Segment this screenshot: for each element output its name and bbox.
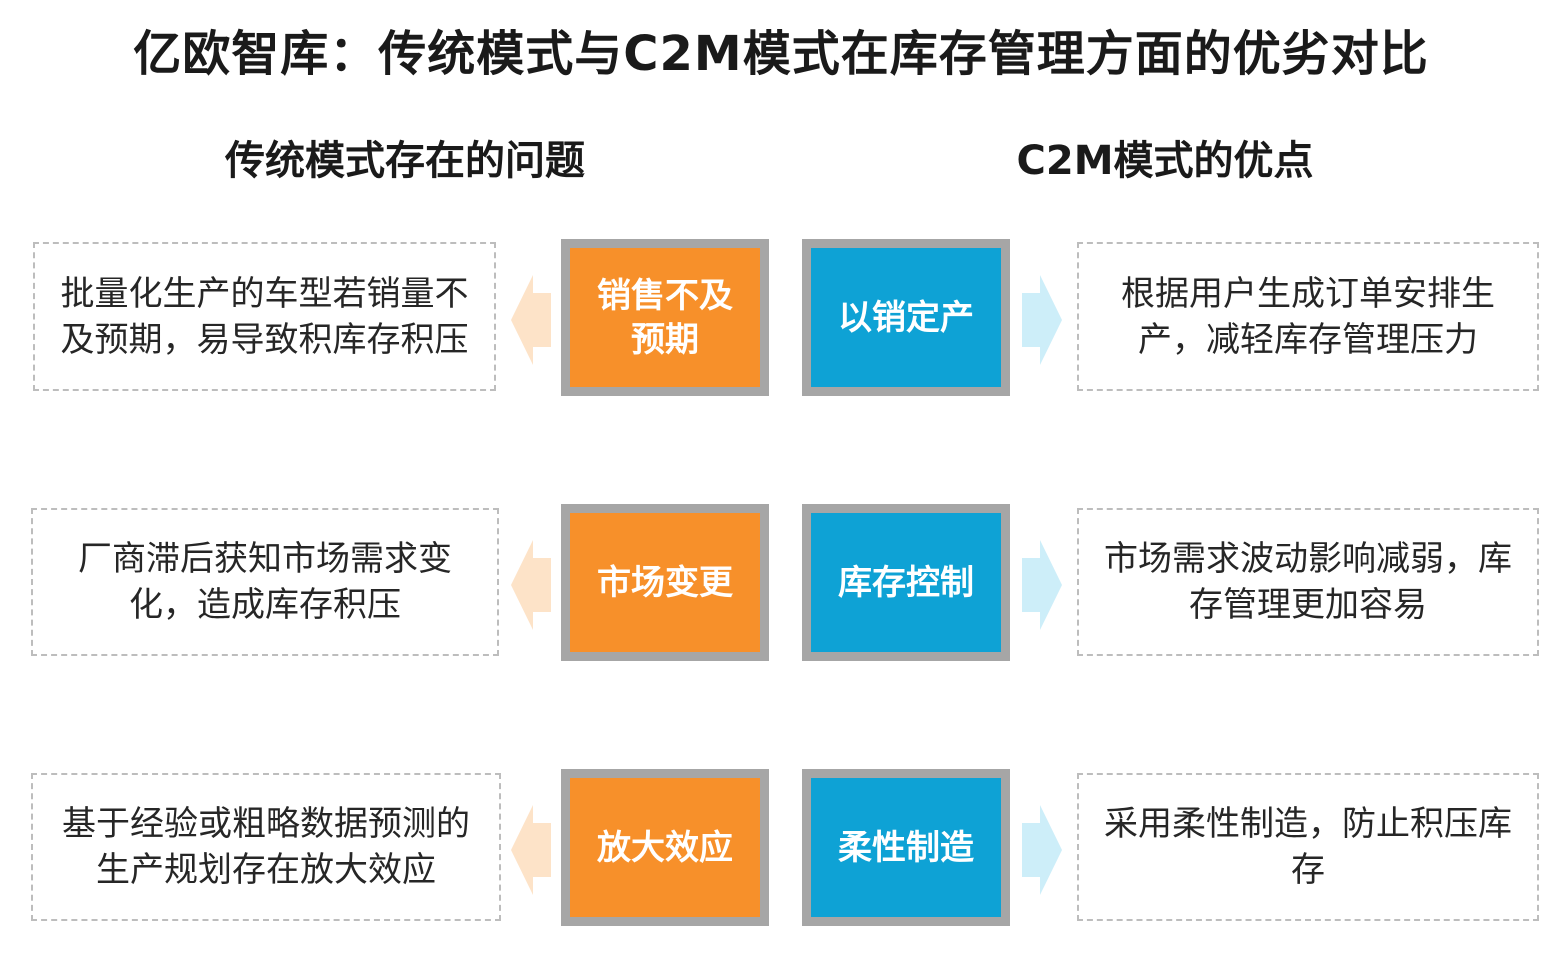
problem-description-3: 基于经验或粗略数据预测的生产规划存在放大效应 — [31, 773, 501, 921]
right-arrow-icon — [1022, 540, 1062, 630]
problems-header: 传统模式存在的问题 — [225, 138, 585, 184]
advantage-tile-1: 以销定产 — [802, 239, 1010, 396]
problem-description-2: 厂商滞后获知市场需求变化，造成库存积压 — [31, 508, 499, 656]
advantage-description-3: 采用柔性制造，防止积压库存 — [1077, 773, 1539, 921]
advantage-label-2: 库存控制 — [811, 513, 1001, 652]
problem-label-3: 放大效应 — [570, 778, 760, 917]
problem-label-2: 市场变更 — [570, 513, 760, 652]
problem-description-1: 批量化生产的车型若销量不及预期，易导致积库存积压 — [33, 242, 496, 391]
page-title: 亿欧智库：传统模式与C2M模式在库存管理方面的优劣对比 — [133, 26, 1429, 82]
advantage-label-3: 柔性制造 — [811, 778, 1001, 917]
problem-tile-3: 放大效应 — [561, 769, 769, 926]
left-arrow-icon — [511, 805, 551, 895]
left-arrow-icon — [511, 540, 551, 630]
advantage-description-1: 根据用户生成订单安排生产，减轻库存管理压力 — [1077, 242, 1539, 391]
right-arrow-icon — [1022, 805, 1062, 895]
advantage-description-2: 市场需求波动影响减弱，库存管理更加容易 — [1077, 508, 1539, 656]
advantage-tile-2: 库存控制 — [802, 504, 1010, 661]
right-arrow-icon — [1022, 275, 1062, 365]
advantage-tile-3: 柔性制造 — [802, 769, 1010, 926]
problem-label-1: 销售不及预期 — [570, 248, 760, 387]
advantages-header: C2M模式的优点 — [1016, 138, 1314, 184]
problem-tile-1: 销售不及预期 — [561, 239, 769, 396]
problem-tile-2: 市场变更 — [561, 504, 769, 661]
left-arrow-icon — [511, 275, 551, 365]
advantage-label-1: 以销定产 — [811, 248, 1001, 387]
